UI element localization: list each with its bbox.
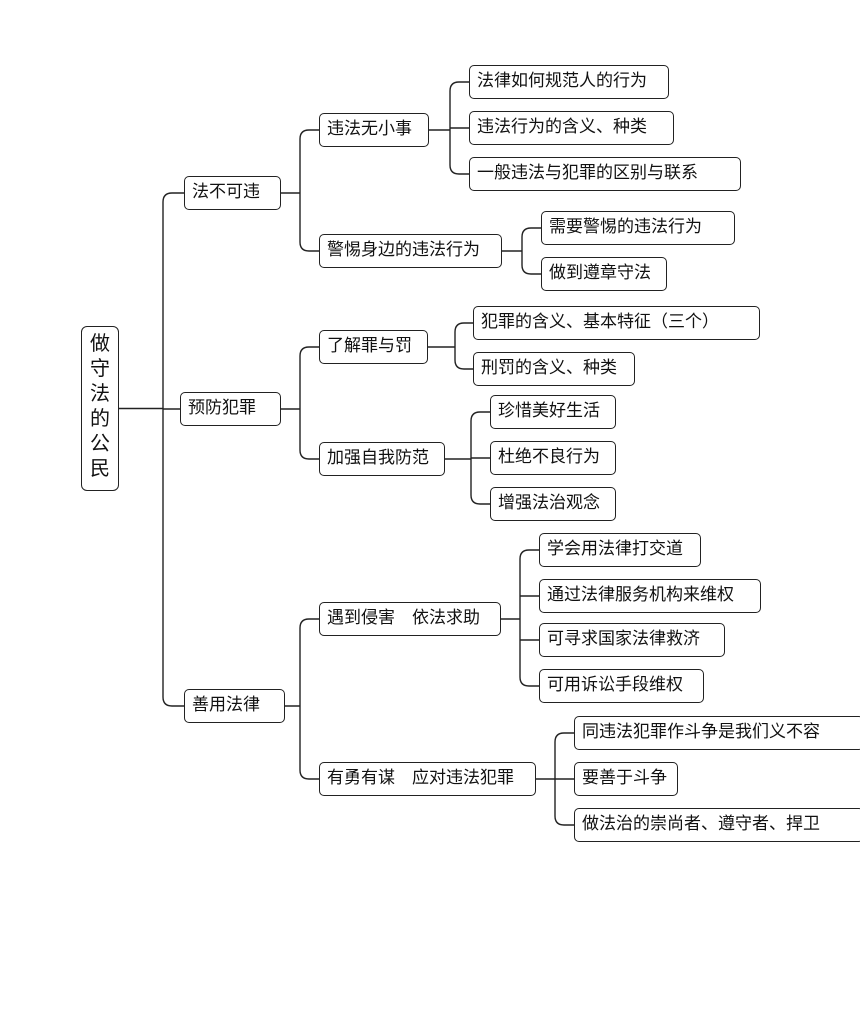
connector bbox=[445, 411, 490, 505]
root-title: 做守法的公民 bbox=[82, 331, 118, 481]
root-title-char: 守 bbox=[90, 356, 110, 380]
branch-node: 法不可违 bbox=[184, 176, 281, 210]
sub-node: 加强自我防范 bbox=[319, 442, 445, 476]
leaf-node: 需要警惕的违法行为 bbox=[541, 211, 735, 245]
leaf-node: 可用诉讼手段维权 bbox=[539, 669, 704, 703]
root-title-char: 公 bbox=[90, 431, 110, 455]
leaf-node: 同违法犯罪作斗争是我们义不容 bbox=[574, 716, 860, 750]
branch-node: 预防犯罪 bbox=[180, 392, 281, 426]
connector bbox=[119, 192, 184, 707]
leaf-node: 做到遵章守法 bbox=[541, 257, 667, 291]
leaf-node: 杜绝不良行为 bbox=[490, 441, 616, 475]
connector bbox=[429, 81, 469, 175]
sub-node: 违法无小事 bbox=[319, 113, 429, 147]
leaf-node: 犯罪的含义、基本特征（三个） bbox=[473, 306, 760, 340]
sub-node: 了解罪与罚 bbox=[319, 330, 428, 364]
sub-node: 有勇有谋 应对违法犯罪 bbox=[319, 762, 536, 796]
sub-node: 遇到侵害 依法求助 bbox=[319, 602, 501, 636]
connector bbox=[281, 346, 319, 460]
leaf-node: 违法行为的含义、种类 bbox=[469, 111, 674, 145]
branch-node: 善用法律 bbox=[184, 689, 285, 723]
connector bbox=[281, 129, 319, 252]
leaf-node: 一般违法与犯罪的区别与联系 bbox=[469, 157, 741, 191]
sub-node: 警惕身边的违法行为 bbox=[319, 234, 502, 268]
leaf-node: 可寻求国家法律救济 bbox=[539, 623, 725, 657]
root-title-char: 的 bbox=[90, 406, 110, 430]
root-title-char: 法 bbox=[90, 381, 110, 405]
leaf-node: 珍惜美好生活 bbox=[490, 395, 616, 429]
root-node: 做守法的公民 bbox=[81, 326, 119, 491]
connector bbox=[285, 618, 319, 780]
connector bbox=[502, 227, 541, 275]
leaf-node: 法律如何规范人的行为 bbox=[469, 65, 669, 99]
leaf-node: 通过法律服务机构来维权 bbox=[539, 579, 761, 613]
connector bbox=[501, 549, 539, 687]
leaf-node: 做法治的崇尚者、遵守者、捍卫 bbox=[574, 808, 860, 842]
leaf-node: 学会用法律打交道 bbox=[539, 533, 701, 567]
leaf-node: 增强法治观念 bbox=[490, 487, 616, 521]
leaf-node: 刑罚的含义、种类 bbox=[473, 352, 635, 386]
connector bbox=[428, 322, 473, 370]
root-title-char: 民 bbox=[90, 456, 110, 480]
leaf-node: 要善于斗争 bbox=[574, 762, 678, 796]
root-title-char: 做 bbox=[90, 331, 110, 355]
connector bbox=[536, 732, 574, 826]
